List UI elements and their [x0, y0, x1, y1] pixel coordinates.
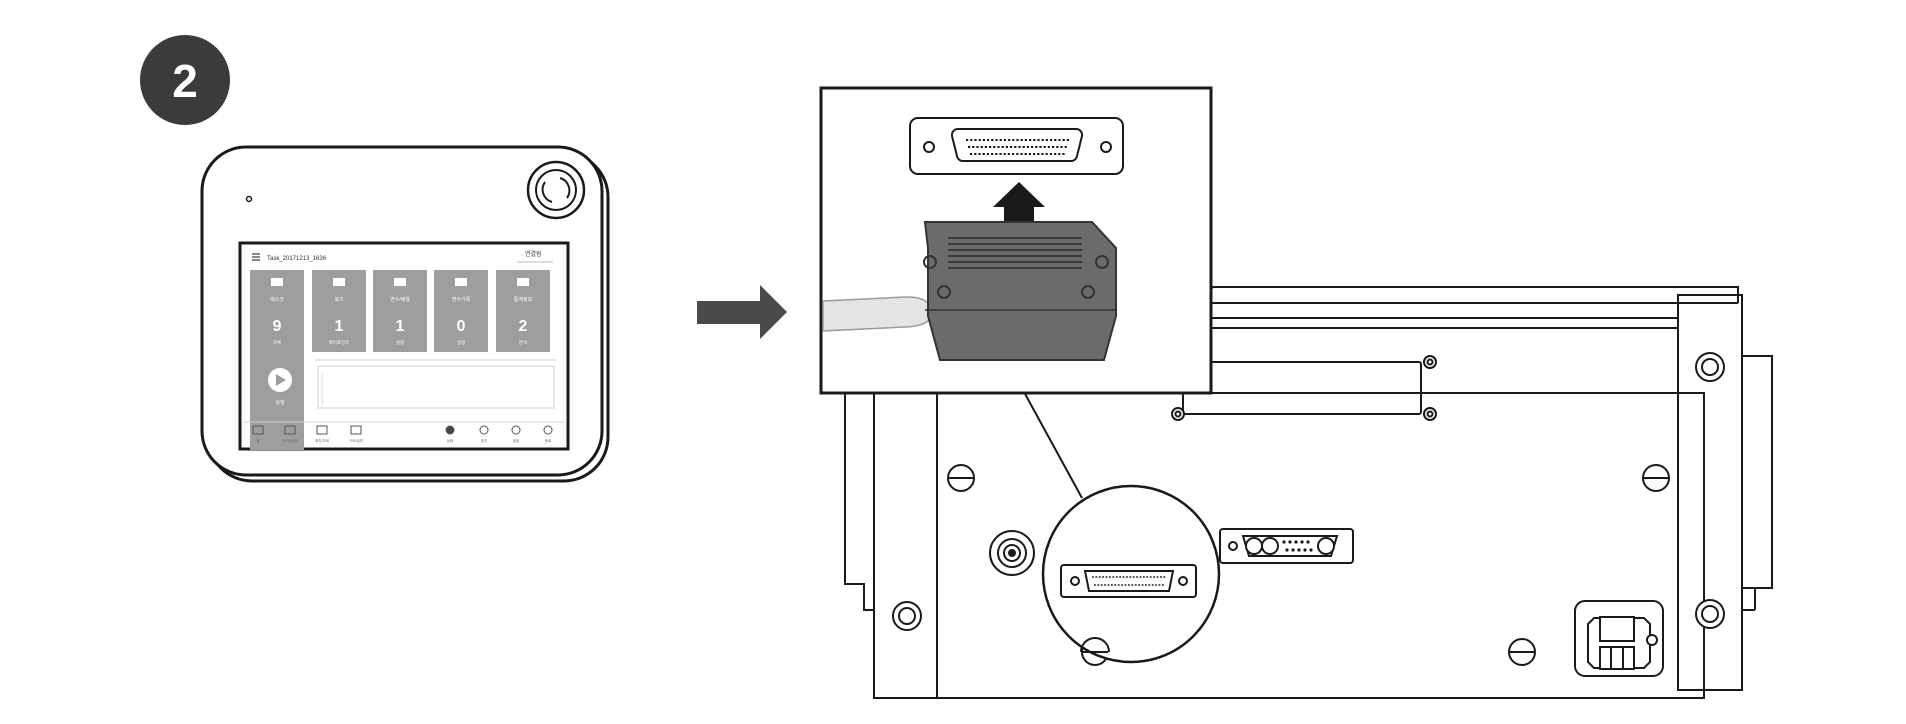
connection-status: 연결됨 [525, 250, 542, 258]
tile-value: 9 [273, 318, 282, 335]
cable [822, 296, 933, 332]
step-badge: 2 [140, 35, 230, 125]
dashboard-tile: 통계정보 2 분석 [496, 270, 550, 352]
bottom-nav-right: 상태 정지 설정 종료 [445, 425, 553, 443]
d-sub-plug [923, 221, 1117, 361]
tile-caption: 목록 [273, 340, 281, 346]
dashboard-tile: 포즈 1 웨이포인트 [312, 270, 366, 352]
tile-label: 변수/배열 [390, 296, 410, 303]
tile-value: 0 [457, 318, 466, 335]
nav-icon [445, 425, 455, 435]
tile-label: 변수기록 [452, 296, 471, 303]
tile-caption: 설정 [396, 339, 404, 345]
bottom-nav-item: 홈 [252, 425, 264, 443]
teach-pendant-icon: Task_20171213_1636 연결됨 태스크 9 목록 포즈 1 웨이포인트 변수/… [200, 145, 610, 483]
bottom-nav-item: 구조/설치 [349, 425, 363, 443]
play-caption: 실행 [275, 399, 285, 406]
screw-icon [892, 352, 1725, 666]
tile-label: 태스크 [270, 296, 284, 303]
bottom-nav-label: 도구중심점 [282, 438, 298, 443]
bottom-nav-item: 정지 [479, 425, 489, 443]
tile-caption: 설정 [457, 339, 465, 345]
connector-magnifier [1023, 391, 1221, 664]
bottom-nav-label: 설정 [513, 438, 519, 443]
task-title: Task_20171213_1636 [267, 256, 327, 262]
nav-icon [479, 425, 489, 435]
tile-caption: 웨이포인트 [329, 339, 350, 346]
nav-icon [511, 425, 521, 435]
nav-icon [252, 425, 264, 435]
tile-value: 1 [335, 318, 344, 335]
bottom-nav-label: 위치/자세 [315, 438, 329, 443]
bottom-nav-label: 홈 [256, 438, 260, 443]
bottom-nav-item: 상태 [445, 425, 455, 443]
bottom-nav-item: 도구중심점 [282, 425, 298, 443]
round-connector-icon [989, 530, 1035, 576]
power-inlet-icon [1574, 600, 1664, 677]
d-sub-connector-icon [909, 117, 1124, 175]
play-icon [276, 374, 286, 386]
control-box-rear-panel [844, 286, 1773, 699]
bottom-nav-label: 정지 [481, 438, 487, 443]
dashboard-tiles: 태스크 9 목록 포즈 1 웨이포인트 변수/배열 1 설정 변수기록 0 설정 통계정보 2 분석 [250, 270, 550, 450]
bottom-nav-label: 구조/설치 [349, 438, 363, 443]
bottom-nav-label: 종료 [545, 439, 552, 443]
step-number: 2 [172, 55, 198, 107]
nav-icon [543, 425, 553, 435]
nav-icon [350, 425, 362, 435]
play-button: 실행 [268, 368, 292, 406]
dashboard-tile: 변수기록 0 설정 [434, 270, 488, 352]
tile-icon [517, 278, 529, 286]
right-arrow-icon [697, 285, 787, 339]
nav-icon [316, 425, 328, 435]
connector-zoom-box [819, 86, 1213, 395]
tile-caption: 분석 [519, 339, 527, 346]
tile-value: 1 [396, 318, 405, 335]
tile-icon [333, 278, 345, 286]
dashboard-tile: 태스크 9 목록 [250, 270, 304, 450]
tile-icon [394, 278, 406, 286]
nav-icon [284, 425, 296, 435]
bottom-nav-item: 설정 [511, 425, 521, 443]
bottom-nav-item: 종료 [543, 425, 553, 443]
tile-icon [271, 278, 283, 286]
menu-icon [252, 253, 260, 261]
bottom-nav-label: 상태 [447, 438, 453, 443]
bottom-nav-item: 위치/자세 [315, 425, 329, 443]
d-sub-connector-icon [1219, 528, 1354, 564]
emergency-stop-icon [526, 160, 586, 220]
tile-icon [455, 278, 467, 286]
tile-label: 포즈 [334, 297, 344, 303]
dashboard-tile: 변수/배열 1 설정 [373, 270, 427, 352]
tile-value: 2 [519, 318, 528, 335]
tile-label: 통계정보 [514, 296, 533, 303]
bottom-nav-left: 홈 도구중심점 위치/자세 구조/설치 [252, 425, 363, 443]
pendant-screen: Task_20171213_1636 연결됨 태스크 9 목록 포즈 1 웨이포인트 변수/… [238, 241, 570, 451]
